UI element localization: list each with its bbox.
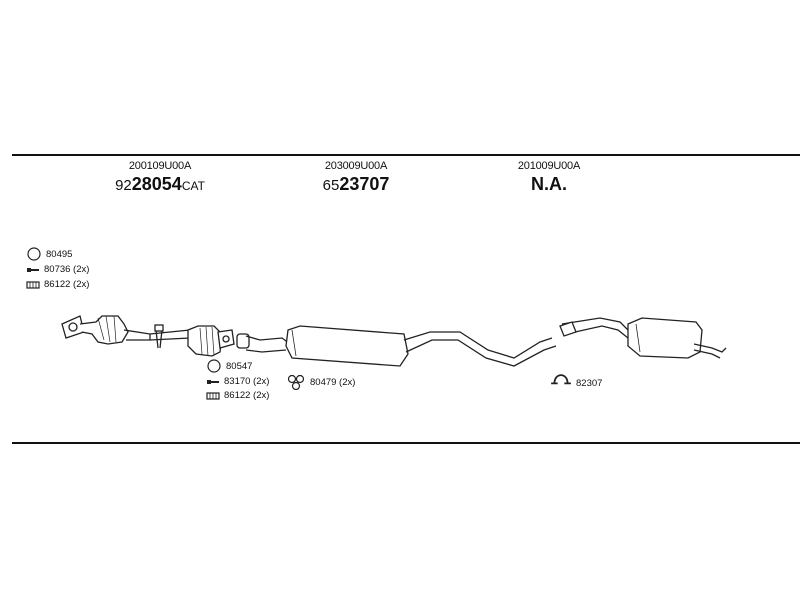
flange-gasket [236,333,250,349]
mid-flange [217,329,235,349]
rubber-hanger-icon [287,374,305,390]
part-code: 201009U00A [517,160,581,172]
nut-icon [26,280,40,289]
part-item-gasket: 80547 [206,358,252,374]
part-item-bolt: 80736 (2x) [26,264,89,275]
part-item-hanger: 80479 (2x) [286,374,355,390]
clamp-icon [551,373,571,384]
part-label: 86122 (2x) [224,390,270,401]
front-flange [61,315,85,339]
ring-gasket-icon [207,359,221,373]
rear-catalytic-converter [187,325,223,357]
part-item-nut: 86122 (2x) [206,390,269,401]
middle-muffler [285,325,409,367]
part-item-nut: 86122 (2x) [26,279,89,290]
rear-muffler [627,317,727,359]
part-label: 82307 [576,378,603,389]
part-number: 6523707 [322,174,390,194]
part-label: 80495 [46,248,73,260]
bottom-divider [12,442,800,444]
rear-pipe-end [559,321,577,337]
connecting-pipe [149,329,191,341]
column-header-front: 200109U00A 9228054CAT [80,160,240,195]
part-code: 200109U00A [128,160,192,172]
front-pipe [245,335,291,353]
column-header-middle: 203009U00A 6523707 [276,160,436,195]
part-number: 9228054CAT [115,174,205,194]
part-label: 86122 (2x) [44,279,90,290]
part-code: 203009U00A [324,160,388,172]
part-item-bolt: 83170 (2x) [206,376,269,387]
part-number: N.A. [531,174,567,194]
part-label: 80479 (2x) [310,376,356,388]
part-item-clamp: 82307 [550,368,602,389]
rear-pipe [561,317,633,339]
sensor-bung [154,324,164,349]
nut-icon [206,391,220,400]
part-label: 80547 [226,360,253,372]
part-item-gasket: 80495 [26,246,72,262]
bolt-icon [27,267,39,272]
front-catalytic-converter [79,315,151,345]
intermediate-pipe [403,331,557,367]
ring-gasket-icon [27,247,41,261]
part-label: 83170 (2x) [224,376,270,387]
part-label: 80736 (2x) [44,264,90,275]
column-header-rear: 201009U00A N.A. [469,160,629,195]
bolt-icon [207,379,219,384]
top-divider [12,154,800,156]
